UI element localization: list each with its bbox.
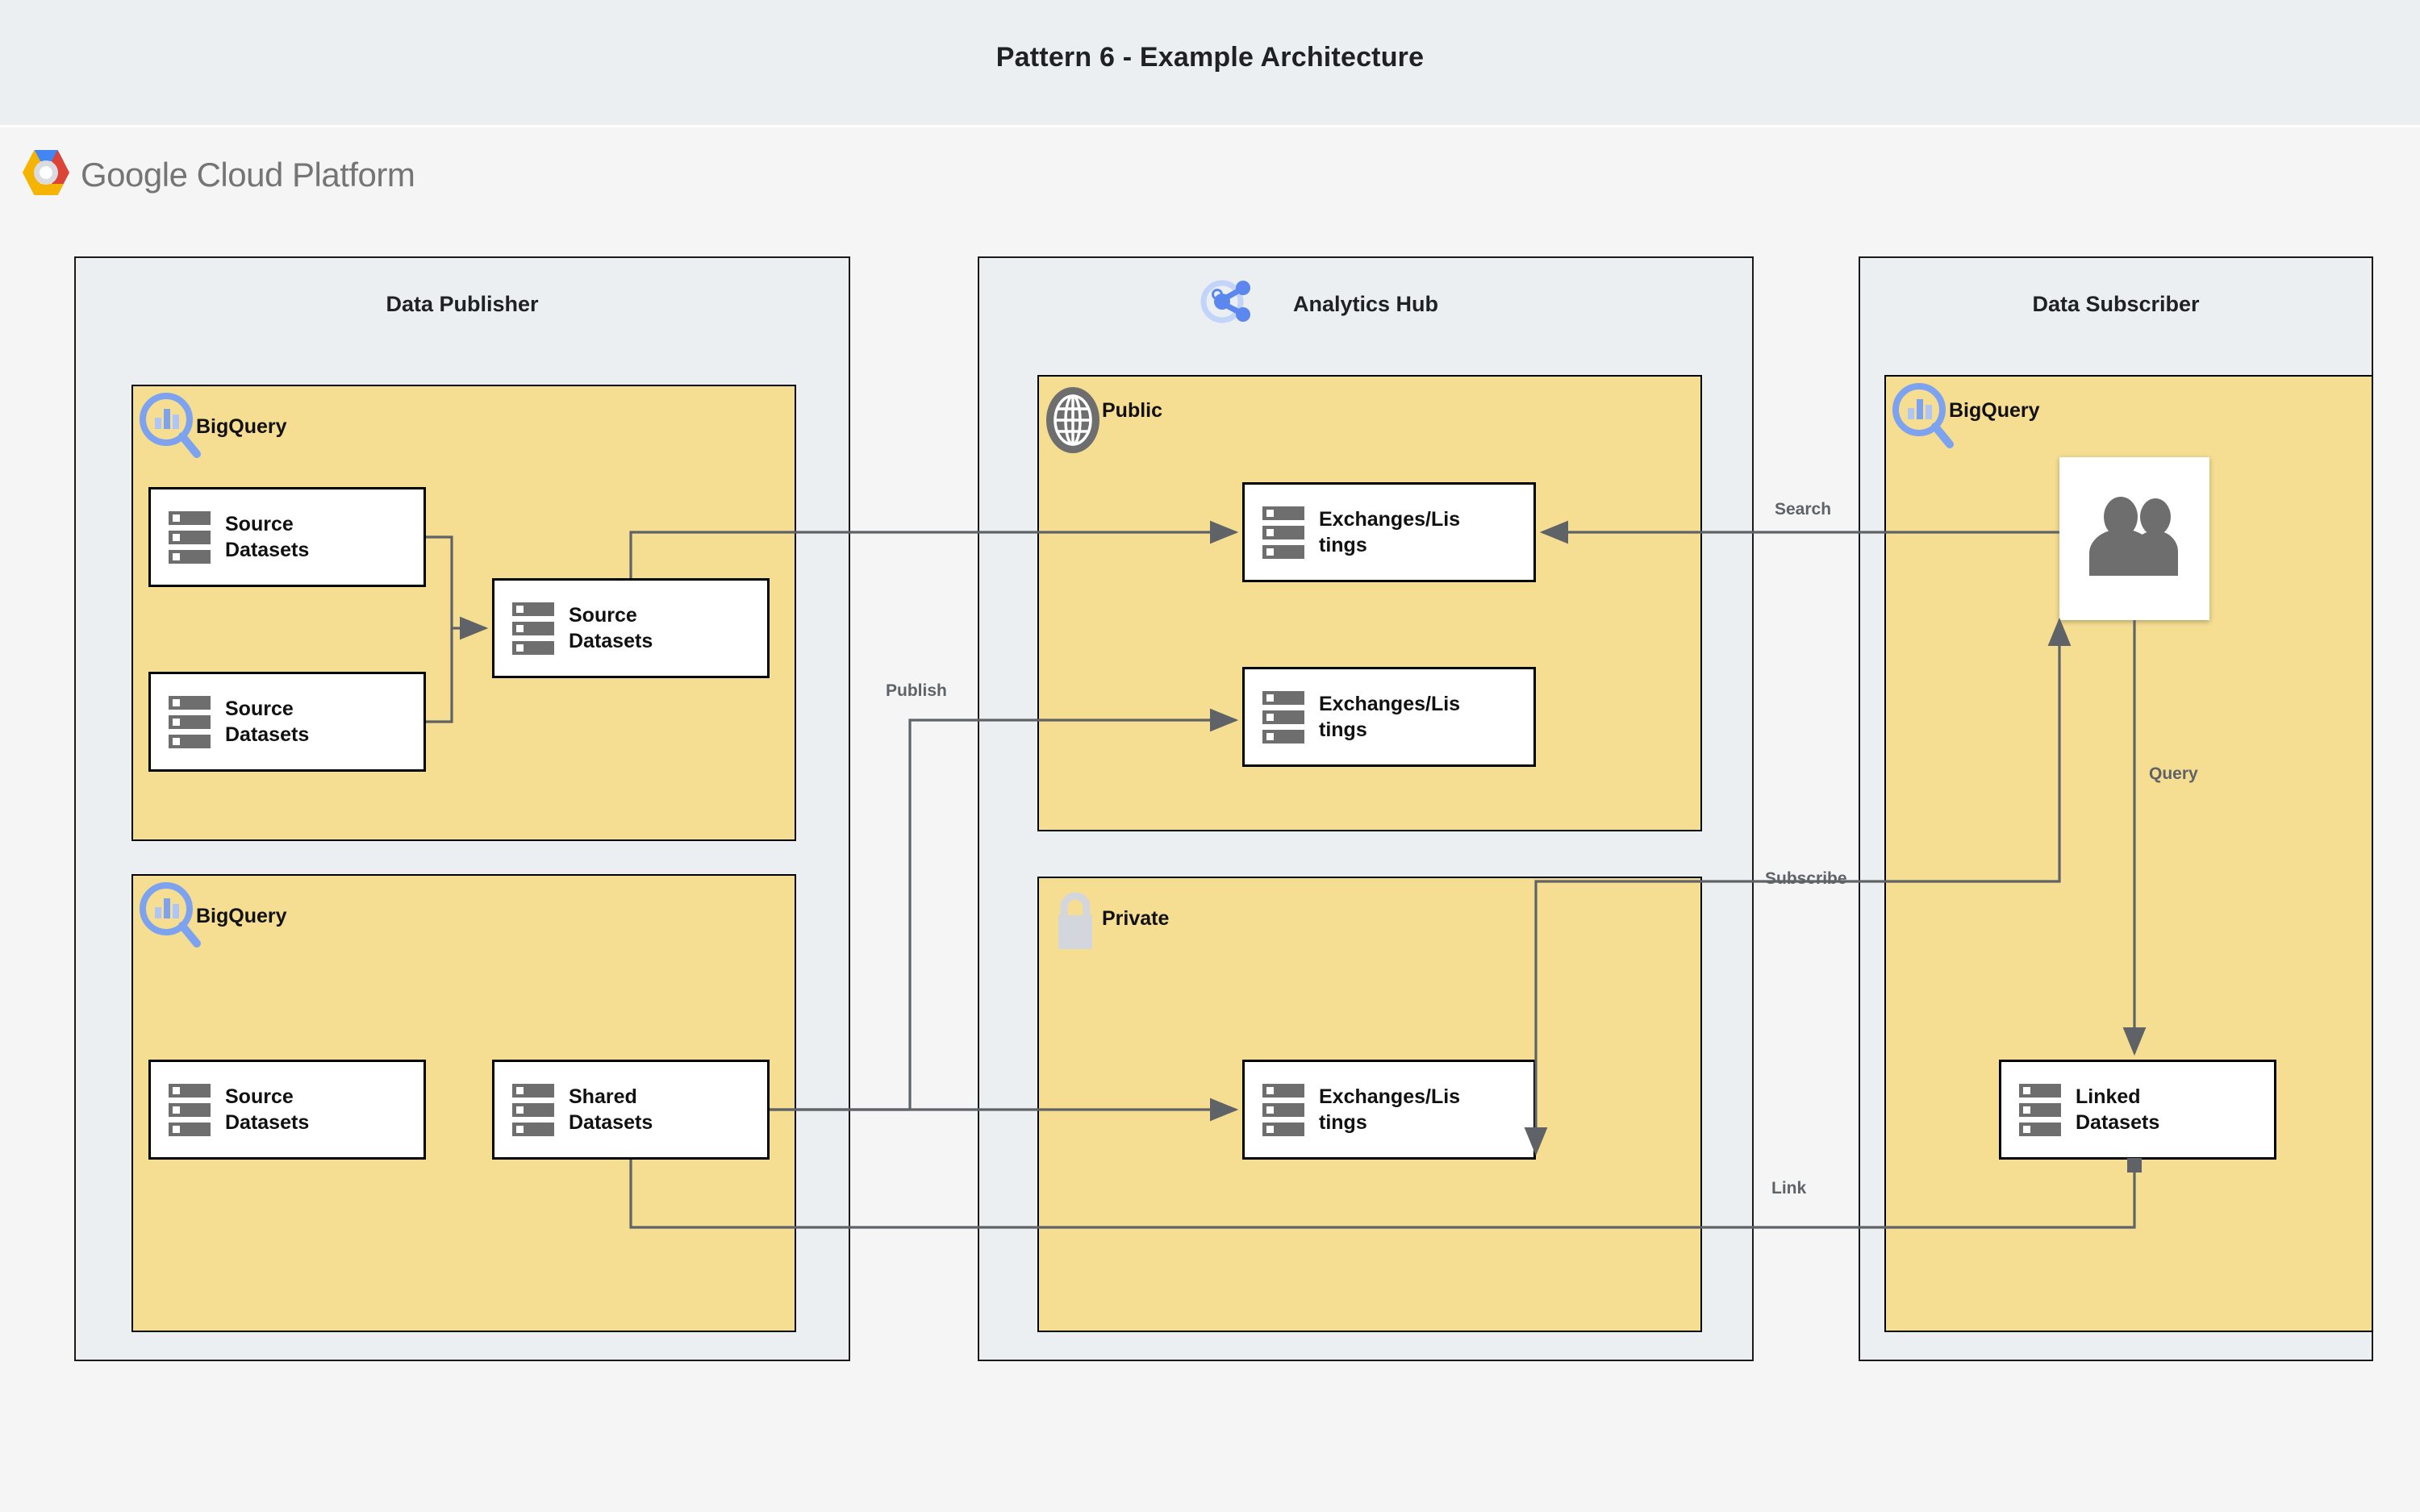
gcp-logo: Google Cloud Platform — [23, 148, 415, 202]
title-bar: Pattern 6 - Example Architecture — [0, 0, 2420, 125]
zone-title-data-subscriber: Data Subscriber — [2032, 292, 2200, 316]
edge-label-subscribe: Subscribe — [1765, 869, 1847, 888]
zone-title-data-publisher: Data Publisher — [386, 292, 539, 316]
datasets-icon — [1262, 506, 1304, 559]
node-users-card[interactable] — [2059, 457, 2209, 620]
bigquery-icon — [136, 390, 203, 465]
zone-title-analytics-hub: Analytics Hub — [1292, 292, 1439, 316]
panel-label-bigquery-bottom: BigQuery — [196, 905, 287, 927]
datasets-icon — [512, 1083, 554, 1136]
users-icon — [2084, 495, 2184, 583]
bigquery-icon — [136, 880, 203, 955]
page-title: Pattern 6 - Example Architecture — [995, 42, 1425, 73]
datasets-icon — [169, 695, 211, 748]
datasets-icon — [512, 602, 554, 655]
gcp-logo-text: Google Cloud Platform — [81, 155, 415, 194]
gcp-hexagon-icon — [23, 148, 69, 202]
datasets-icon — [1262, 690, 1304, 744]
panel-label-public: Public — [1102, 399, 1163, 422]
panel-label-bigquery-top: BigQuery — [196, 415, 287, 438]
lock-icon — [1054, 889, 1097, 956]
share-network-icon — [1200, 272, 1254, 331]
edge-label-search: Search — [1775, 500, 1832, 519]
datasets-icon — [169, 1083, 211, 1136]
datasets-icon — [2019, 1083, 2061, 1136]
datasets-icon — [1262, 1083, 1304, 1136]
datasets-icon — [169, 510, 211, 564]
edge-label-publish: Publish — [886, 681, 947, 700]
panel-label-subscriber-bigquery: BigQuery — [1949, 399, 2040, 422]
globe-icon — [1042, 385, 1104, 459]
bigquery-icon — [1888, 381, 1956, 456]
panel-label-private: Private — [1102, 907, 1170, 930]
edge-label-link: Link — [1771, 1179, 1807, 1198]
edge-label-query: Query — [2149, 764, 2198, 783]
